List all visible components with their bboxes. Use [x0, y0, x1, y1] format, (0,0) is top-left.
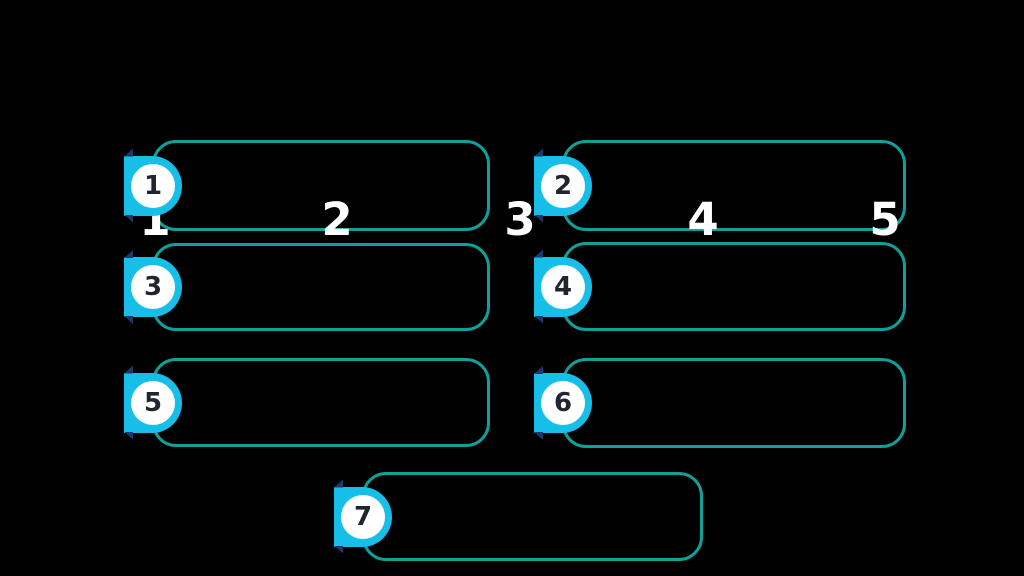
step-badge-7: 7 [334, 479, 392, 554]
step-box-2: 2 [534, 140, 906, 231]
step-number: 3 [143, 272, 163, 302]
background-number-3: 3 [504, 193, 536, 246]
ribbon-fold-top-icon [534, 249, 543, 258]
ribbon-fold-bottom-icon [124, 431, 133, 440]
step-number: 4 [553, 271, 573, 302]
ribbon-fold-bottom-icon [534, 315, 543, 324]
step-number-circle: 7 [341, 494, 385, 539]
step-badge-4: 4 [534, 249, 592, 324]
ribbon-fold-top-icon [534, 148, 543, 157]
background-number-5: 5 [869, 193, 901, 246]
step-badge-2: 2 [534, 148, 592, 223]
step-badge-3: 3 [124, 250, 182, 324]
step-box-7: 7 [334, 472, 703, 561]
ribbon-fold-bottom-icon [124, 316, 133, 324]
step-number-circle: 2 [541, 163, 585, 208]
ribbon-fold-bottom-icon [334, 545, 343, 554]
step-box-4: 4 [534, 242, 906, 331]
ribbon-fold-top-icon [334, 479, 343, 488]
step-badge-6: 6 [534, 366, 592, 440]
ribbon-fold-bottom-icon [124, 214, 133, 223]
background-number-4: 4 [687, 193, 719, 246]
ribbon-fold-bottom-icon [534, 432, 543, 440]
step-number: 1 [143, 170, 163, 201]
ribbon-fold-top-icon [124, 148, 133, 157]
step-number: 2 [553, 170, 573, 201]
step-number-circle: 6 [541, 381, 585, 425]
step-number-circle: 5 [131, 380, 175, 425]
background-number-2: 2 [321, 193, 353, 246]
ribbon-fold-top-icon [124, 365, 133, 374]
step-box-1: 1 [124, 140, 490, 231]
step-box-5: 5 [124, 358, 490, 447]
step-number-circle: 3 [131, 265, 175, 309]
step-number-circle: 1 [131, 163, 175, 208]
step-box-6: 6 [534, 358, 906, 448]
step-badge-5: 5 [124, 365, 182, 440]
step-box-3: 3 [124, 243, 490, 331]
step-number: 5 [143, 387, 163, 418]
ribbon-fold-top-icon [534, 366, 543, 374]
step-number: 6 [553, 388, 573, 418]
step-badge-1: 1 [124, 148, 182, 223]
step-number: 7 [353, 501, 373, 532]
ribbon-fold-top-icon [124, 250, 133, 258]
ribbon-fold-bottom-icon [534, 214, 543, 223]
step-number-circle: 4 [541, 264, 585, 309]
